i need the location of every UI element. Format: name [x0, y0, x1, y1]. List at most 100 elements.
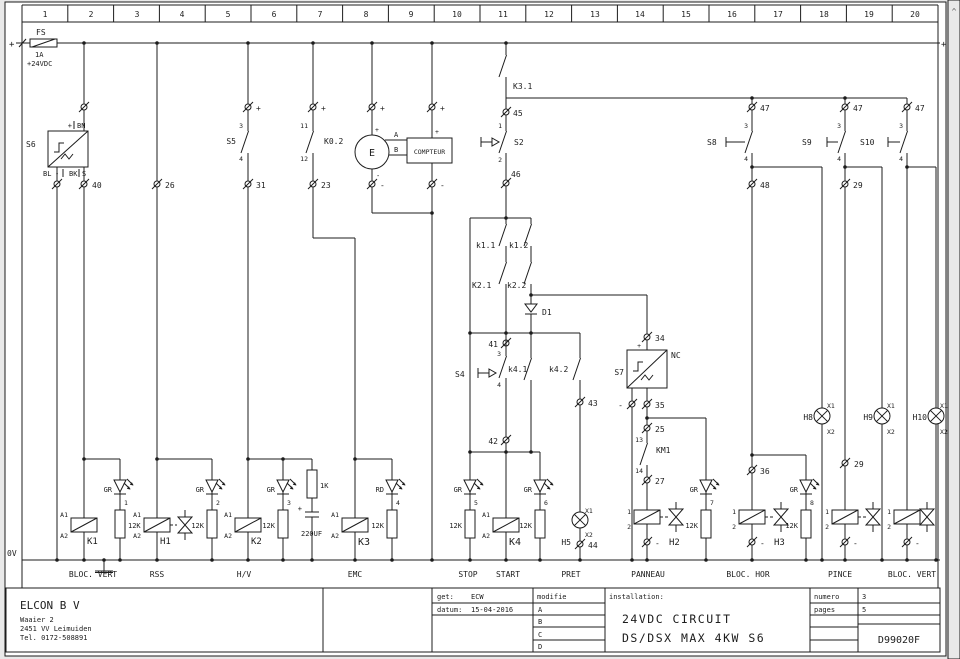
h3-name: H3	[774, 538, 785, 548]
k4-name: K4	[509, 537, 521, 548]
resistor-value: 12K	[449, 522, 462, 530]
revision-row: C	[538, 631, 542, 639]
numero-label: numero	[814, 593, 839, 601]
plus-label: +	[68, 122, 72, 130]
h9-name: H9	[863, 413, 873, 422]
contact-k3-1: K3.1 45	[498, 43, 907, 131]
terminal-label: X2	[940, 428, 948, 436]
wire-number: 41	[488, 340, 498, 349]
sensor-s6: + BN S6 BL - BK S 40	[26, 43, 102, 560]
k2-name: K2	[251, 537, 262, 547]
function-label: H/V	[237, 570, 252, 579]
k1-2-name: k1.2	[509, 241, 528, 250]
terminal-label: A2	[224, 532, 232, 540]
terminal-label: 3	[239, 122, 243, 130]
h2-name: H2	[669, 538, 680, 548]
plus-label: +	[375, 126, 379, 134]
wire-number: 31	[256, 181, 266, 190]
h1-name: H1	[160, 537, 171, 547]
contact-k0-2: + 11 K0.2 12 23	[300, 43, 356, 518]
rail-plus-label: +	[941, 40, 947, 50]
terminal-label: 13	[635, 436, 643, 444]
minus-label: -	[655, 539, 660, 548]
resistor-value: 12K	[262, 522, 275, 530]
resistor-value: 12K	[685, 522, 698, 530]
terminal-label: X2	[585, 531, 593, 539]
datum-value: 15-04-2016	[471, 606, 513, 614]
column-number: 15	[681, 10, 691, 19]
rail-plus-label: +	[9, 40, 15, 50]
scrollbar[interactable]	[947, 0, 960, 659]
rc-snubber: 1K + 220UF	[298, 459, 329, 560]
h8-name: H8	[803, 413, 813, 422]
k1-1-name: k1.1	[476, 241, 495, 250]
wire-number: 42	[488, 437, 498, 446]
terminal-label: 4	[899, 155, 903, 163]
column-number: 9	[409, 10, 414, 19]
bloc-vert-right-relay-cell: 1 2 -	[887, 501, 935, 560]
numero-value: 3	[862, 593, 866, 601]
installation-line-1: 24VDC CIRCUIT	[622, 612, 732, 626]
scroll-up-icon[interactable]: ^	[952, 7, 957, 16]
led-color-label: GR	[790, 486, 799, 494]
function-label: BLOC. VERT	[69, 570, 117, 579]
company-phone: Tel. 0172-508891	[20, 634, 87, 642]
led-number: 5	[474, 499, 478, 507]
resistor-value: 12K	[128, 522, 141, 530]
resistor-value: 12K	[785, 522, 798, 530]
column-number: 1	[43, 10, 48, 19]
terminal-label: A1	[331, 511, 339, 519]
resistor-value: 1K	[320, 482, 329, 490]
terminal-label: A1	[60, 511, 68, 519]
terminal-label: 1	[627, 508, 631, 516]
terminal-label: 14	[635, 467, 643, 475]
wire-number: 48	[760, 181, 770, 190]
terminal-label: X1	[827, 402, 835, 410]
terminal-label: X1	[940, 402, 948, 410]
zero-volt-label: 0V	[7, 549, 17, 558]
s6-bl-label: BL	[43, 170, 51, 178]
wire-number: 47	[915, 104, 925, 113]
k2-2-name: k2.2	[507, 281, 526, 290]
plus-label: +	[435, 128, 439, 136]
column-number: 8	[364, 10, 369, 19]
terminal-label: A1	[133, 511, 141, 519]
k3-name: K3	[358, 537, 370, 548]
switch-s9-column: 47 3 S9 4 29	[802, 98, 882, 510]
datum-label: datum:	[437, 606, 462, 614]
column-number: 17	[773, 10, 783, 19]
km1-name: KM1	[656, 446, 671, 455]
column-number: 5	[226, 10, 231, 19]
plus-label: +	[440, 104, 445, 113]
led-color-label: GR	[524, 486, 533, 494]
function-label: RSS	[150, 570, 165, 579]
company-address-1: Waaier 2	[20, 616, 54, 624]
terminal-label: 1	[732, 508, 736, 516]
terminal-label: 4	[497, 381, 501, 389]
s4-name: S4	[455, 370, 465, 379]
lamp-h8: H8 X1 X2	[803, 167, 835, 560]
column-number: 2	[89, 10, 94, 19]
counter-label: COMPTEUR	[414, 148, 445, 156]
pince-relay-cell: 29 1 2 -	[825, 457, 881, 560]
led-number: 6	[544, 499, 548, 507]
led-number: 2	[216, 499, 220, 507]
column-number: 20	[910, 10, 920, 19]
document-number: D99020F	[878, 635, 920, 646]
terminal-label: X1	[887, 402, 895, 410]
wire-26-column: 26	[151, 43, 175, 518]
column-number: 10	[452, 10, 462, 19]
column-number: 4	[180, 10, 185, 19]
terminal-label: A2	[331, 532, 339, 540]
company-block: ELCON B V Waaier 2 2451 VV Leimuiden Tel…	[20, 599, 92, 642]
h10-name: H10	[913, 413, 928, 422]
terminal-label: 1	[498, 122, 502, 130]
k4-2-name: k4.2	[549, 365, 568, 374]
terminal-label: 2	[498, 156, 502, 164]
wire-number: 35	[655, 401, 665, 410]
led-color-label: GR	[454, 486, 463, 494]
function-label: PRET	[561, 570, 580, 579]
relay-k1-cell: GR 1 12K A1 A2 K1	[60, 458, 141, 560]
plus-label: +	[321, 104, 326, 113]
